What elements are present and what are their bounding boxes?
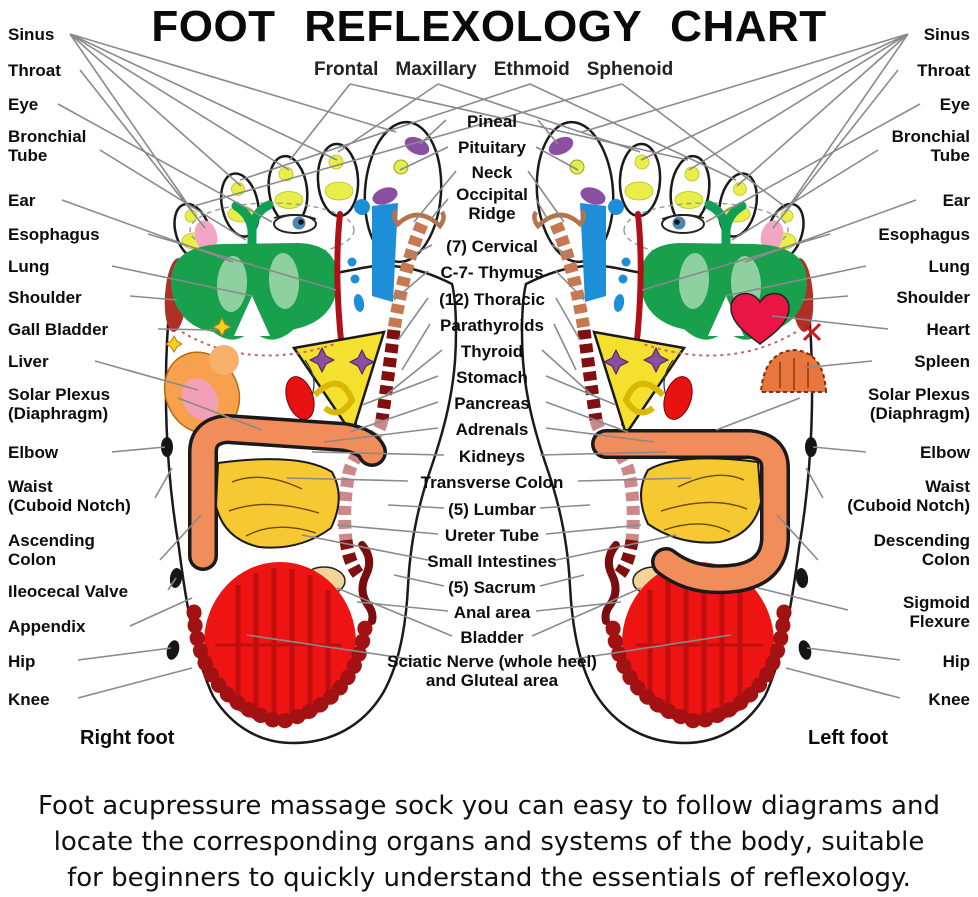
label-left-bronchial-tube: Bronchial Tube: [8, 127, 87, 165]
subtitle-word-ethmoid: Ethmoid: [493, 59, 570, 80]
label-center-stomach: Stomach: [456, 368, 528, 387]
label-left-gall-bladder: Gall Bladder: [8, 320, 109, 339]
label-left-throat: Throat: [8, 61, 61, 80]
label-left-hip: Hip: [8, 652, 36, 671]
label-left-ear: Ear: [8, 191, 36, 210]
label-center-pituitary: Pituitary: [457, 138, 527, 157]
transverse-descending-colon-zone: [591, 429, 790, 595]
label-left-eye: Eye: [8, 95, 39, 114]
label-center-pancreas: Pancreas: [454, 394, 530, 413]
label-center-thoracic: (12) Thoracic: [439, 290, 545, 309]
label-center-sacrum: (5) Sacrum: [448, 578, 536, 597]
page-title: FOOT REFLEXOLOGY CHART: [151, 2, 827, 51]
label-left-liver: Liver: [8, 352, 49, 371]
label-center-kidneys: Kidneys: [458, 447, 526, 466]
description-line-1: Foot acupressure massage sock you can ea…: [38, 791, 940, 821]
label-right-heart: Heart: [926, 320, 970, 339]
label-left-lung: Lung: [8, 257, 50, 276]
label-right-descending-colon: Descending Colon: [873, 531, 970, 569]
label-right-bronchial-tube: Bronchial Tube: [891, 127, 970, 165]
leader-lines: [57, 33, 921, 699]
label-left-elbow: Elbow: [8, 443, 59, 462]
label-center-cervical: (7) Cervical: [446, 237, 538, 256]
label-right-spleen: Spleen: [914, 352, 970, 371]
subtitle-word-maxillary: Maxillary: [395, 59, 477, 80]
heart-zone: [730, 292, 790, 345]
label-center-anal-area: Anal area: [453, 603, 531, 622]
label-center-lumbar: (5) Lumbar: [448, 500, 536, 519]
feet-diagram: [57, 33, 921, 760]
label-center-transverse-colon: Transverse Colon: [420, 473, 564, 492]
label-left-appendix: Appendix: [8, 617, 86, 636]
label-center-adrenals: Adrenals: [455, 420, 529, 439]
label-left-solar-plexus: Solar Plexus (Diaphragm): [8, 385, 111, 423]
spleen-marker-x: [802, 322, 822, 342]
label-left-sinus: Sinus: [8, 25, 55, 44]
label-right-hip: Hip: [942, 652, 970, 671]
label-left-knee: Knee: [8, 690, 50, 709]
leader-lines-right: [581, 33, 921, 699]
label-right-esophagus: Esophagus: [878, 225, 970, 244]
product-description: Foot acupressure massage sock you can ea…: [0, 788, 978, 896]
label-right-waist: Waist (Cuboid Notch): [847, 477, 970, 515]
description-line-3: for beginners to quickly understand the …: [67, 863, 911, 893]
gall-bladder-zone: [165, 316, 233, 353]
label-center-neck: Neck: [471, 163, 513, 182]
subtitle-word-frontal: Frontal: [314, 59, 379, 80]
left-foot-diagram: [522, 120, 828, 743]
label-left-ileocecal-valve: Ileocecal Valve: [8, 582, 129, 601]
leader-lines-subtitle: [193, 83, 785, 207]
label-left-ascending-colon: Ascending Colon: [8, 531, 95, 569]
label-right-sigmoid-flexure: Sigmoid Flexure: [902, 593, 970, 631]
label-center-ureter-tube: Ureter Tube: [444, 526, 540, 545]
sinus-zone-subtitle: Frontal Maxillary Ethmoid Sphenoid: [314, 59, 673, 81]
right-foot-diagram: [150, 120, 456, 743]
label-center-occipital-ridge: Occipital Ridge: [456, 185, 528, 223]
description-line-2: locate the corresponding organs and syst…: [53, 827, 925, 857]
subtitle-word-sphenoid: Sphenoid: [586, 59, 674, 80]
label-left-waist: Waist (Cuboid Notch): [8, 477, 131, 515]
label-center-sciatic-gluteal: Sciatic Nerve (whole heel) and Gluteal a…: [387, 652, 597, 690]
small-intestines-zone: [640, 457, 763, 544]
label-right-lung: Lung: [928, 257, 970, 276]
label-right-eye: Eye: [939, 95, 970, 114]
label-center-thyroid: Thyroid: [460, 342, 524, 361]
label-center-parathyroids: Parathyroids: [440, 316, 544, 335]
label-right-throat: Throat: [917, 61, 970, 80]
label-right-sinus: Sinus: [923, 25, 970, 44]
label-center-pineal: Pineal: [466, 112, 518, 131]
left-foot-caption: Left foot: [808, 727, 888, 749]
label-center-c7-thymus: C-7- Thymus: [440, 263, 544, 282]
small-intestines-zone: [214, 458, 340, 549]
label-right-shoulder: Shoulder: [896, 288, 970, 307]
label-left-esophagus: Esophagus: [8, 225, 100, 244]
spleen-zone: [759, 348, 828, 393]
right-foot-caption: Right foot: [80, 727, 175, 749]
label-left-shoulder: Shoulder: [8, 288, 82, 307]
leader-lines-center: [246, 119, 732, 661]
label-right-elbow: Elbow: [919, 443, 970, 462]
label-right-ear: Ear: [942, 191, 970, 210]
label-right-solar-plexus: Solar Plexus (Diaphragm): [867, 385, 970, 423]
ascending-transverse-colon-zone: [188, 414, 387, 571]
label-center-bladder: Bladder: [460, 628, 524, 647]
label-right-knee: Knee: [928, 690, 970, 709]
leader-lines-left: [57, 33, 397, 699]
label-center-small-intestines: Small Intestines: [427, 552, 557, 571]
